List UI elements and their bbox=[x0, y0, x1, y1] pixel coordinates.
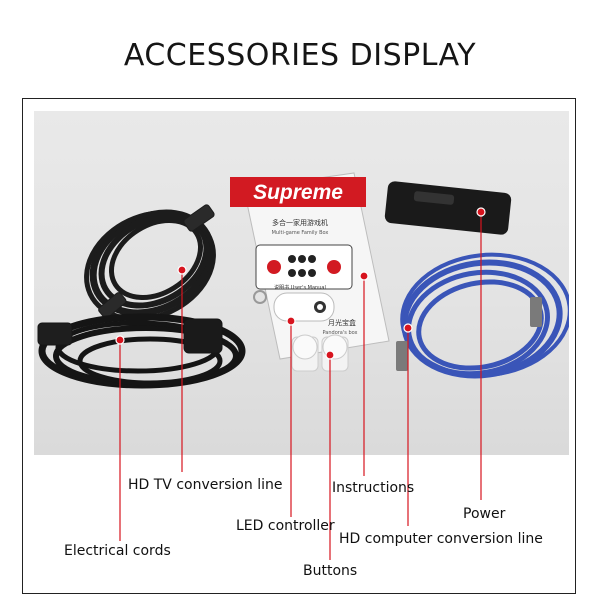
remote-tag: 说明书 User's Manual bbox=[274, 284, 326, 291]
callout-buttons-dot bbox=[325, 350, 335, 360]
callout-instructions-dot bbox=[359, 271, 369, 281]
callout-power-dot bbox=[476, 207, 486, 217]
callout-hd-tv-dot bbox=[177, 265, 187, 275]
booklet-cover-sub: Multi-game Family Box bbox=[272, 230, 329, 236]
label-power: Power bbox=[463, 506, 506, 522]
label-instructions: Instructions bbox=[332, 480, 415, 496]
booklet-product-name: 月光宝盒 bbox=[328, 318, 356, 327]
accessories-illustration: Supreme 多合一家用游戏机 Multi-game Family Box 月… bbox=[37, 172, 569, 389]
hd-tv-cable-image bbox=[84, 204, 216, 322]
callout-hd-computer-dot bbox=[403, 323, 413, 333]
callout-electrical-dot bbox=[115, 335, 125, 345]
power-adapter-image bbox=[384, 181, 512, 235]
label-buttons: Buttons bbox=[303, 563, 358, 579]
booklet-product-sub: Pandora's box bbox=[323, 330, 358, 336]
electrical-cord-image bbox=[37, 313, 246, 389]
callout-led-dot bbox=[286, 316, 296, 326]
booklet-brand: Supreme bbox=[253, 181, 343, 204]
label-electrical-cords: Electrical cords bbox=[64, 543, 171, 559]
product-frame bbox=[22, 98, 576, 594]
label-led-controller: LED controller bbox=[236, 518, 335, 534]
booklet-cover-title: 多合一家用游戏机 bbox=[272, 218, 328, 227]
led-remote-image: 说明书 User's Manual bbox=[253, 284, 335, 322]
label-hd-tv-conversion-line: HD TV conversion line bbox=[128, 477, 283, 493]
label-hd-computer-conversion-line: HD computer conversion line bbox=[339, 531, 543, 547]
accessories-photo: Supreme 多合一家用游戏机 Multi-game Family Box 月… bbox=[34, 111, 569, 455]
arcade-buttons-image bbox=[291, 334, 349, 372]
page-title: ACCESSORIES DISPLAY bbox=[123, 38, 477, 73]
